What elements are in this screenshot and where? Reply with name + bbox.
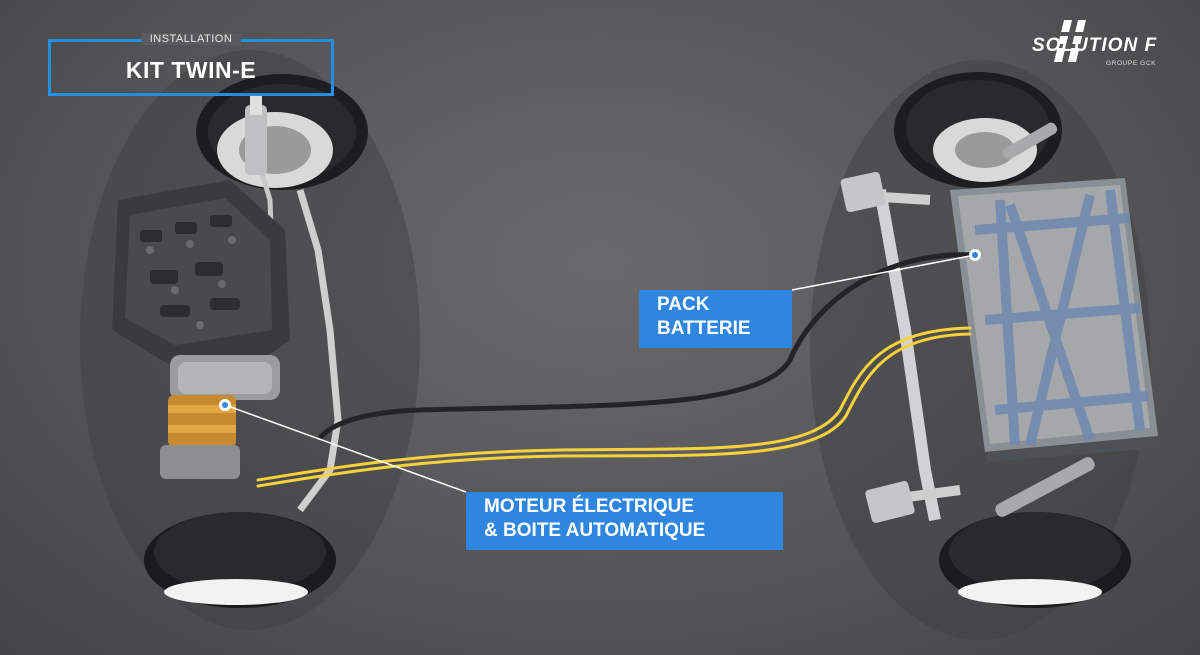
rear-axle	[840, 72, 1160, 608]
motor-callout-line1: MOTEUR ÉLECTRIQUE	[484, 496, 695, 517]
rear-right-wheel	[939, 512, 1131, 608]
title-eyebrow: INSTALLATION	[141, 33, 241, 45]
high-voltage-cable	[256, 326, 972, 488]
brand-logo: SOLUTION F GROUPE GCK	[1024, 20, 1174, 72]
front-axle	[112, 74, 368, 608]
motor-callout: MOTEUR ÉLECTRIQUE & BOITE AUTOMATIQUE	[466, 492, 783, 550]
logo-mark-icon	[1054, 20, 1092, 62]
battery-callout: PACK BATTERIE	[639, 290, 792, 348]
title-frame: INSTALLATION KIT TWIN-E	[48, 33, 334, 96]
low-voltage-cable	[318, 252, 976, 440]
logo-subtitle: GROUPE GCK	[1106, 60, 1157, 67]
battery-callout-line2: BATTERIE	[657, 318, 751, 339]
page-title: KIT TWIN-E	[125, 57, 257, 83]
battery-pack	[950, 178, 1160, 462]
rear-left-wheel	[144, 512, 336, 608]
battery-callout-line1: PACK	[657, 294, 710, 315]
motor-callout-line2: & BOITE AUTOMATIQUE	[484, 520, 706, 541]
logo-wordmark: SOLUTION F	[1032, 35, 1158, 56]
front-right-wheel	[894, 72, 1062, 188]
